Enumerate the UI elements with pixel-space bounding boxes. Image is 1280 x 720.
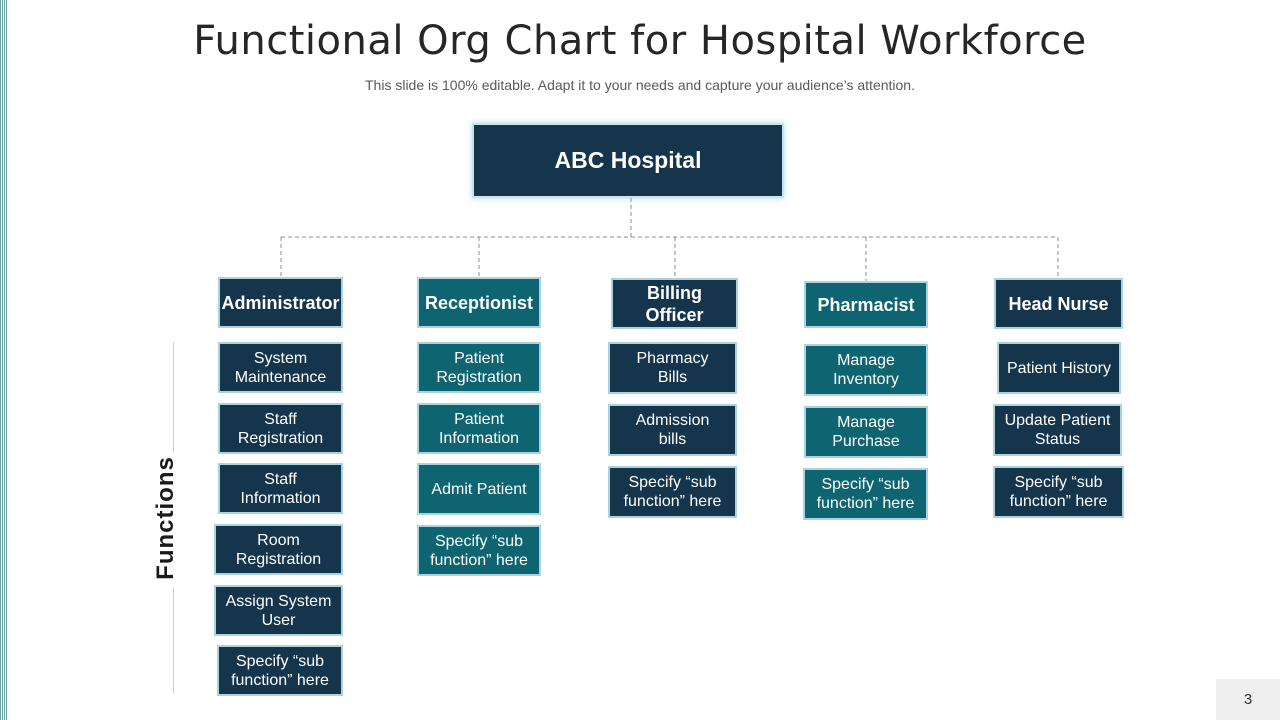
function-box: Manage Purchase [804,406,928,458]
left-decorative-stripe [0,0,7,720]
functions-label: Functions [152,456,179,580]
function-box: Manage Inventory [804,344,928,396]
function-box: Assign System User [214,585,343,636]
function-box: Specify “sub function” here [993,466,1124,518]
function-box: System Maintenance [218,342,343,393]
function-box: Specify “sub function” here [417,525,541,576]
function-box: Update Patient Status [993,404,1122,456]
functions-divider-top [173,342,174,452]
function-box: Admit Patient [417,463,541,515]
function-box: Pharmacy Bills [608,342,737,394]
header-pharmacist: Pharmacist [804,281,928,328]
function-box: Patient History [997,342,1121,394]
header-head-nurse: Head Nurse [994,278,1123,329]
function-box: Patient Information [417,403,541,454]
function-box: Room Registration [214,524,343,575]
function-box: Patient Registration [417,342,541,393]
function-box: Staff Information [218,463,343,514]
function-box: Specify “sub function” here [608,466,737,518]
slide-title: Functional Org Chart for Hospital Workfo… [193,18,1087,64]
function-box: Specify “sub function” here [803,468,928,520]
functions-divider-bottom [173,588,174,694]
header-billing-officer: Billing Officer [611,278,738,329]
header-administrator: Administrator [218,277,343,328]
function-box: Specify “sub function” here [217,645,343,696]
function-box: Admission bills [608,404,737,456]
page-number: 3 [1216,679,1280,720]
slide-subtitle: This slide is 100% editable. Adapt it to… [365,77,915,93]
header-receptionist: Receptionist [417,277,541,328]
root-node-abc-hospital: ABC Hospital [472,123,784,198]
function-box: Staff Registration [218,403,343,454]
